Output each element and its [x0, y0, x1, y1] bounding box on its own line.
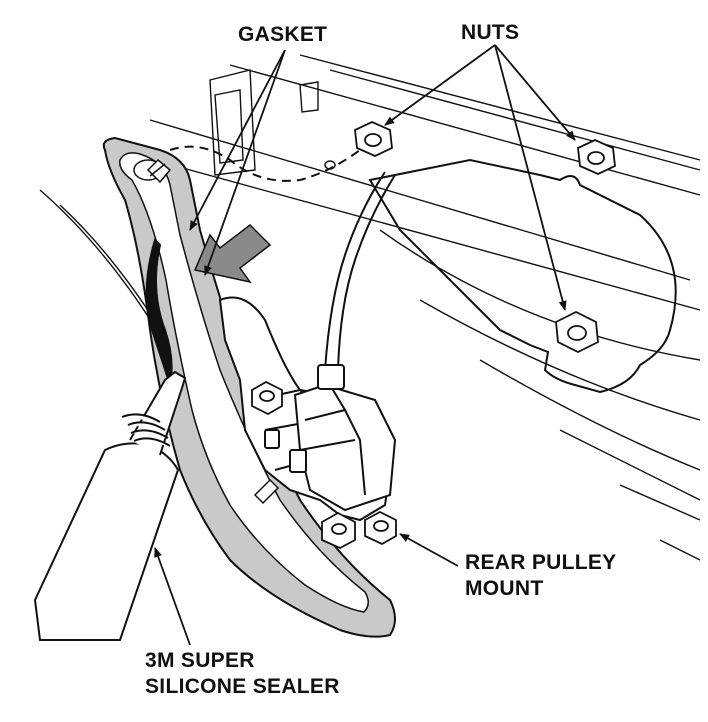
sealer-label: 3M SUPER SILICONE SEALER	[145, 648, 340, 700]
pulley-unit	[264, 383, 397, 512]
stud-bolt	[146, 158, 172, 184]
gasket-leader-1	[189, 49, 286, 231]
gasket-label-text: GASKET	[238, 23, 328, 46]
stud-lower	[253, 478, 280, 505]
nuts-leader-2	[494, 44, 576, 141]
rear-pulley-mount-label: REAR PULLEY MOUNT	[465, 550, 616, 602]
nut-upper-right	[577, 139, 616, 175]
rear-pulley-mount-label-line1: REAR PULLEY	[465, 551, 617, 574]
sealer-label-line2: SILICONE SEALER	[145, 675, 340, 698]
cable	[317, 171, 396, 390]
sealer-label-line1: 3M SUPER	[145, 649, 255, 672]
nuts-leader-1	[384, 44, 496, 126]
nuts-leader-3	[494, 44, 567, 311]
mount-bolt-lower-left	[321, 511, 356, 550]
callout-leaders	[154, 44, 576, 646]
nuts-label-text: NUTS	[461, 21, 520, 44]
body-panel-lines	[39, 54, 701, 561]
pulley-mount-leader	[399, 533, 459, 567]
sealer-leader	[154, 547, 191, 646]
stud-hole	[324, 160, 336, 170]
gasket-leader-2	[204, 49, 286, 276]
rear-pulley-mount-label-line2: MOUNT	[465, 577, 544, 600]
nuts-label: NUTS	[461, 20, 519, 46]
direction-arrow	[193, 224, 272, 284]
gasket-dashed-outline	[169, 145, 361, 182]
sealer-tube	[33, 370, 187, 641]
mount-bolt-lower-right	[364, 510, 397, 546]
nut-lower	[555, 310, 599, 354]
bracket-plate	[368, 158, 677, 394]
gasket-label: GASKET	[238, 22, 327, 48]
mount-bolt-upper	[251, 380, 283, 416]
nut-upper-left	[354, 121, 393, 157]
